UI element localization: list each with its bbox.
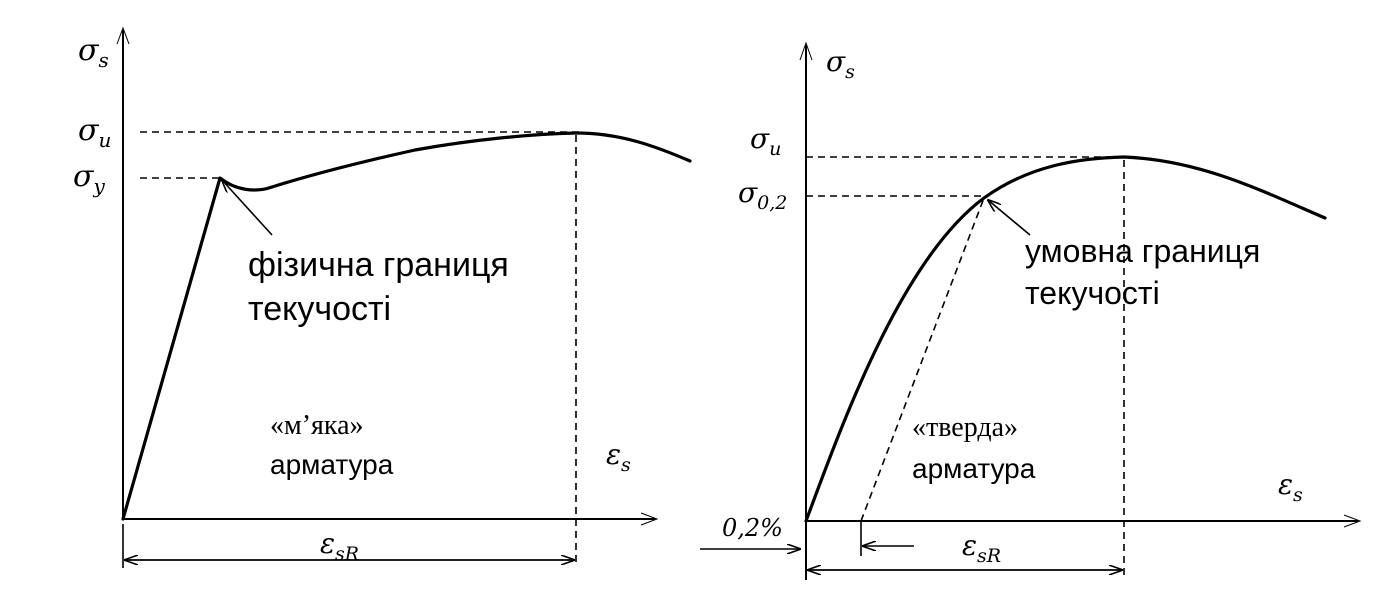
right-type-line1: «тверда» — [912, 412, 1018, 443]
right-stress-strain-curve — [804, 155, 1327, 523]
left-stress-strain-curve — [121, 131, 692, 521]
left-x-axis-label: εs — [606, 438, 631, 476]
right-offset-line — [860, 197, 985, 522]
right-y-axis-arrow — [799, 41, 813, 61]
right-diagram: σs σu σ0,2 умовна границя текучості «тве… — [700, 41, 1362, 580]
left-y-axis-label: σs — [78, 33, 109, 72]
left-diagram: σs σu σy фізична границя текучості «м’як… — [73, 26, 692, 568]
left-span-label: εsR — [320, 527, 359, 565]
left-x-axis-arrow — [640, 512, 659, 526]
right-annotation-line2: текучості — [1025, 275, 1160, 311]
left-sigma-y-label: σy — [73, 159, 105, 198]
left-y-axis-arrow — [116, 26, 130, 45]
right-offset-label: 0,2% — [722, 514, 783, 542]
right-y-axis-label: σs — [826, 45, 855, 83]
left-annotation-line2: текучості — [248, 290, 391, 328]
right-type-line2: арматура — [912, 453, 1036, 484]
right-span-label: εsR — [962, 529, 1001, 567]
left-yield-pointer-arrow — [222, 180, 273, 236]
right-annotation-line1: умовна границя — [1025, 233, 1260, 269]
right-sigma-u-label: σu — [750, 122, 781, 160]
right-x-axis-arrow — [1343, 514, 1362, 528]
right-yield-pointer-arrow — [988, 200, 1031, 236]
left-type-line2: арматура — [270, 449, 394, 480]
left-sigma-u-label: σu — [78, 113, 111, 152]
left-type-line1: «м’яка» — [270, 410, 364, 441]
right-x-axis-label: εs — [1278, 468, 1303, 506]
right-sigma-02-label: σ0,2 — [738, 176, 787, 214]
left-annotation-line1: фізична границя — [248, 246, 509, 284]
